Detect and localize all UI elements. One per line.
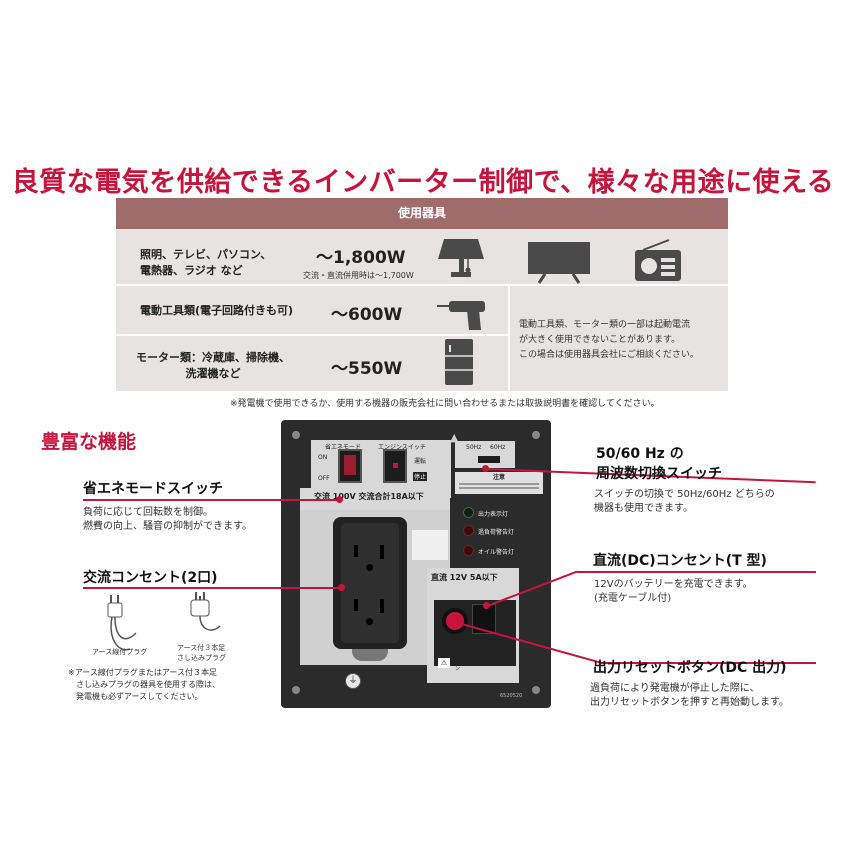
serial-label: 6520520 <box>500 693 523 699</box>
oil-lamp <box>463 545 474 556</box>
freq-feature-title: 50/60 Hz の 周波数切換スイッチ <box>596 446 722 482</box>
three-prong-plug-label: アース付３本足 さし込みプラグ <box>177 644 226 662</box>
engine-switch[interactable] <box>383 449 407 483</box>
callout-dot <box>336 496 343 503</box>
eco-mode-switch[interactable] <box>338 449 362 483</box>
oil-lamp-label: オイル警告灯 <box>478 549 515 556</box>
ac-feature-title: 交流コンセント(2口) <box>83 570 218 586</box>
panel-screw <box>292 431 300 439</box>
dc-feature-desc: 12Vのバッテリーを充電できます。 (充電ケーブル付) <box>594 579 753 604</box>
drill-icon <box>437 301 485 330</box>
freq-switch[interactable] <box>478 456 500 463</box>
row-divider <box>116 284 728 286</box>
ac-callout-line <box>83 587 340 589</box>
ac-outlet[interactable] <box>333 517 407 649</box>
table-side-note: 電動工具類、モーター類の一部は起動電流 が大きく使用できないことがあります。 こ… <box>519 320 699 360</box>
panel-screw <box>532 431 540 439</box>
headline: 良質な電気を供給できるインバーター制御で、様々な用途に使える <box>11 167 835 198</box>
freq-feature-desc: スイッチの切換で 50Hz/60Hz どちらの 機器も使用できます。 <box>594 489 775 514</box>
lamp-icon <box>438 239 484 277</box>
caution-box: 注意 <box>455 472 543 494</box>
on-label: ON <box>318 454 328 461</box>
caution-title: 注意 <box>492 474 505 481</box>
hz60-label: 60Hz <box>490 444 506 451</box>
callout-dot <box>338 584 345 591</box>
dc-feature-title: 直流(DC)コンセント(T 型) <box>593 553 767 569</box>
overload-lamp-label: 過負荷警告灯 <box>478 529 515 536</box>
outlet-note-label <box>412 530 448 560</box>
features-title: 豊富な機能 <box>41 431 137 453</box>
eco-callout-line <box>83 499 339 501</box>
table-row-category: 電動工具類(電子回路付きも可) <box>140 304 294 317</box>
overload-lamp <box>463 525 474 536</box>
hz50-label: 50Hz <box>466 444 482 451</box>
fridge-icon <box>445 339 473 385</box>
reset-feature-title: 出力リセットボタン(DC 出力) <box>593 660 787 676</box>
dc-reset-label: 直流リセットボタン <box>455 659 496 672</box>
off-label: OFF <box>318 475 330 482</box>
panel-mark: ▲ <box>450 431 459 444</box>
radio-icon <box>635 239 681 281</box>
column-divider <box>508 286 510 391</box>
reset-feature-desc: 過負荷により発電機が停止した際に、 出力リセットボタンを押すと再始動します。 <box>590 683 789 708</box>
row-divider <box>116 334 508 336</box>
ground-wire-plug-label: アース線付プラグ <box>92 648 148 656</box>
table-row-watt: ～550W <box>331 359 403 379</box>
callout-dot <box>453 618 460 625</box>
ground-terminal-icon: ⏚ <box>345 673 361 689</box>
eco-switch-label: 省エネモード <box>325 444 362 451</box>
stop-label: 停止 <box>413 472 428 481</box>
table-row-watt: ～1,800W <box>316 248 406 268</box>
ac-ground-note: ※アース線付プラグまたはアース付３本足 さし込みプラグの器具を使用する際は、 発… <box>68 668 220 701</box>
ac-rating-label: 交流 100V 交流合計18A以下 <box>314 492 424 501</box>
table-header: 使用器具 <box>116 198 728 229</box>
eco-feature-desc: 負荷に応じて回転数を制御。 燃費の向上、騒音の抑制ができます。 <box>83 507 252 532</box>
table-row-watt: ～600W <box>331 305 403 325</box>
panel-screw <box>532 686 540 694</box>
table-row-sub: 交流・直流併用時は～1,700W <box>303 271 414 280</box>
table-row-category: モーター類：冷蔵庫、掃除機、 洗濯機など <box>136 351 290 380</box>
output-lamp <box>463 507 474 518</box>
run-label: 運転 <box>414 458 427 465</box>
ground-wire-plug-icon <box>107 595 137 651</box>
ac-label-plate <box>300 488 450 510</box>
callout-dot <box>483 602 490 609</box>
engine-switch-label: エンジンスイッチ <box>378 444 426 451</box>
freq-switch-plate <box>455 441 515 468</box>
eco-feature-title: 省エネモードスイッチ <box>83 481 223 497</box>
table-row-category: 照明、テレビ、パソコン、 電熱器、ラジオ など <box>140 248 272 277</box>
outlet-base <box>352 649 388 661</box>
tv-icon <box>528 242 590 284</box>
reset-callout-line <box>601 662 816 664</box>
panel-screw <box>292 686 300 694</box>
dc-callout-line <box>577 571 816 573</box>
equipment-table <box>116 198 728 391</box>
dc-rating-label: 直流 12V 5A以下 <box>431 573 498 582</box>
output-lamp-label: 出力表示灯 <box>478 511 509 518</box>
warning-icon: ⚠ <box>438 658 450 668</box>
table-footnote: ※発電機で使用できるか、使用する機器の販売会社に問い合わせるまたは取扱説明書を確… <box>230 399 660 409</box>
callout-dot <box>482 465 489 472</box>
three-prong-plug-icon <box>190 592 221 631</box>
